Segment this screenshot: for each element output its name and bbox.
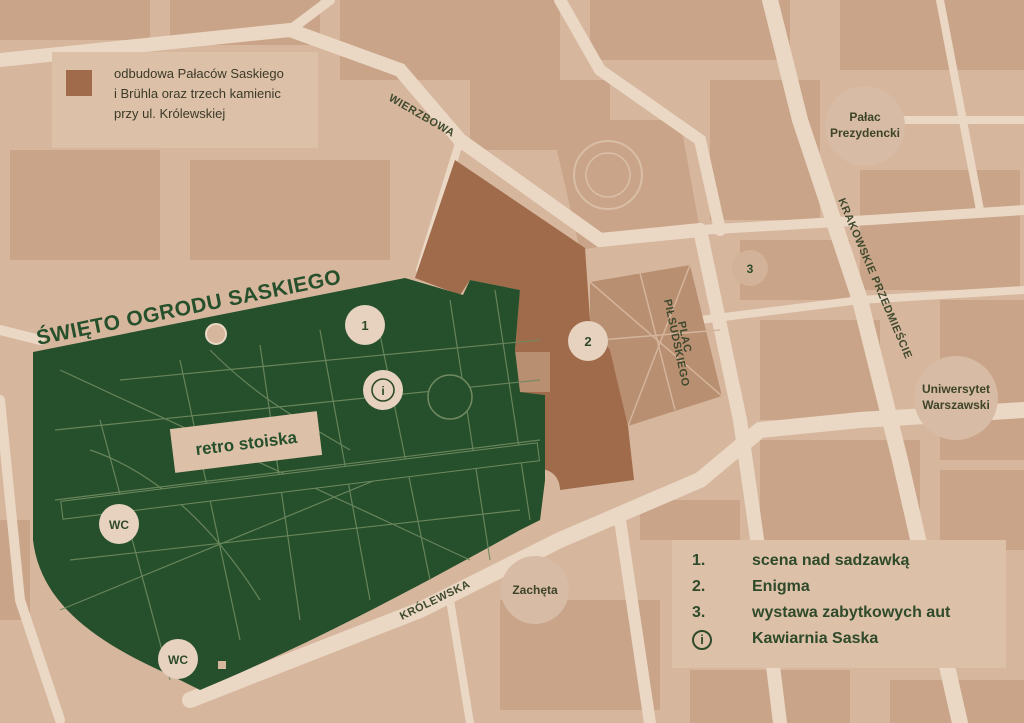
plac-pilsudskiego-area xyxy=(590,265,722,426)
info-circle-icon: i xyxy=(692,630,712,650)
legend-num-1: 1. xyxy=(692,552,706,569)
reconstruction-legend-text: odbudowa Pałaców Saskiego i Brühla oraz … xyxy=(114,64,314,124)
palac-label-2: Prezydencki xyxy=(830,126,900,140)
uniwersytet-marker[interactable] xyxy=(914,356,998,440)
legend-num-2: 2. xyxy=(692,578,706,595)
info-marker[interactable] xyxy=(363,370,403,410)
info-circle-icon xyxy=(371,378,395,402)
wc-1-label: WC xyxy=(109,518,129,532)
round-square-inner xyxy=(585,152,631,198)
legend-label-2: Enigma xyxy=(752,578,810,595)
palac-prezydencki-marker[interactable] xyxy=(825,86,905,166)
round-square xyxy=(573,140,643,210)
marker-1-label: 1 xyxy=(361,318,368,333)
monument-icon xyxy=(205,323,227,345)
legend-num-3: 3. xyxy=(692,604,706,621)
retro-stoiska-badge xyxy=(169,411,323,473)
wc-marker-2[interactable] xyxy=(158,639,198,679)
marker-3-label: 3 xyxy=(747,262,754,276)
legend-label-4: Kawiarnia Saska xyxy=(752,630,879,647)
small-kiosk xyxy=(218,661,226,669)
marker-2-label: 2 xyxy=(584,334,591,349)
wc-marker-1[interactable] xyxy=(99,504,139,544)
info-marker-label: i xyxy=(381,384,384,398)
uw-label-2: Warszawski xyxy=(922,398,990,412)
palac-label-1: Pałac xyxy=(849,110,881,124)
zacheta-label: Zachęta xyxy=(512,583,558,597)
fountain-circle xyxy=(427,374,473,420)
retro-stoiska-area[interactable]: retro stoiska xyxy=(169,411,323,473)
reconstruction-legend-line2: i Brühla oraz trzech kamienic xyxy=(114,86,281,101)
reconstruction-area xyxy=(415,160,634,530)
reconstruction-legend: odbudowa Pałaców Saskiego i Brühla oraz … xyxy=(52,52,318,148)
events-legend: 1. scena nad sadzawką 2. Enigma 3. wysta… xyxy=(672,540,1006,668)
reconstruction-legend-line1: odbudowa Pałaców Saskiego xyxy=(114,66,284,81)
legend-label-1: scena nad sadzawką xyxy=(752,552,910,569)
garden-central-walk xyxy=(60,442,540,520)
reconstruction-legend-line3: przy ul. Królewskiej xyxy=(114,106,226,121)
plaza-paths xyxy=(589,264,723,427)
legend-label-3: wystawa zabytkowych aut xyxy=(752,604,951,621)
zacheta-marker[interactable] xyxy=(501,556,569,624)
square-swatch-icon xyxy=(66,70,92,96)
marker-3[interactable] xyxy=(732,250,768,286)
marker-1[interactable] xyxy=(345,305,385,345)
marker-2[interactable] xyxy=(568,321,608,361)
uw-label-1: Uniwersytet xyxy=(922,382,990,396)
wc-2-label: WC xyxy=(168,653,188,667)
